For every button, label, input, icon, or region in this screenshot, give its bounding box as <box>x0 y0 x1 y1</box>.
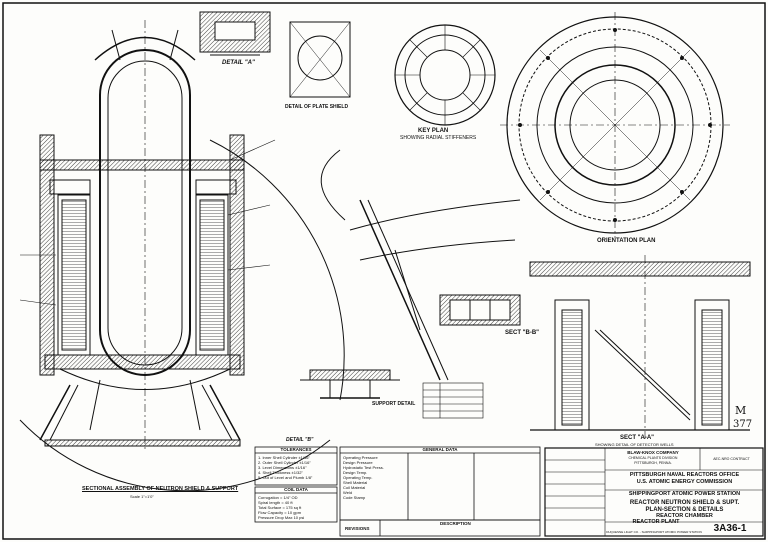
plate-detail-label: DETAIL OF PLATE SHIELD <box>285 104 349 110</box>
tolerances-rows: 1. Inner Shell Cylinder ±1/16" 2. Outer … <box>258 455 336 480</box>
handwritten-m: M <box>735 404 747 417</box>
detail-a-label: DETAIL "A" <box>222 60 255 66</box>
general-data-row: Weld <box>343 490 353 495</box>
reactor-vessel-section <box>19 20 345 492</box>
general-data-row: Shell Material <box>343 480 368 485</box>
general-data-title: GENERAL DATA <box>422 447 458 452</box>
office-name: PITTSBURGH NAVAL REACTORS OFFICE <box>629 472 740 478</box>
orientation-plan-circle <box>500 12 730 238</box>
revisions-label: REVISIONS <box>345 526 370 531</box>
drawing-title-3: REACTOR CHAMBER <box>656 513 713 519</box>
sect-aa-subtitle: SHOWING DETAIL OF DETECTOR WELLS <box>595 442 674 447</box>
general-data-row: Hydrostatic Test Press. <box>343 465 384 470</box>
sectional-assembly-scale: Scale 1"=1'0" <box>130 494 154 499</box>
support-detail <box>300 369 400 399</box>
title-block-footer: DUQUESNE LIGHT CO. - SHIPPINGPORT ATOMIC… <box>606 530 702 534</box>
general-data-row: Operating Temp. <box>343 475 373 480</box>
detail-b-label: DETAIL "B" <box>286 437 314 443</box>
contract-label: AEC-NRO CONTRACT <box>713 457 750 461</box>
general-data-row: Design Temp. <box>343 470 368 475</box>
handwritten-number: 377 <box>733 419 753 430</box>
sect-aa-label: SECT "A-A" <box>620 435 655 441</box>
section-b-b <box>320 149 521 381</box>
general-data-row: Coil Material <box>343 485 366 490</box>
sect-bb-label: SECT "B-B" <box>505 330 540 336</box>
general-data-row: Design Pressure <box>343 460 373 465</box>
drawing-title-4: REACTOR PLANT <box>632 519 680 525</box>
description-label: DESCRIPTION <box>440 521 471 526</box>
sectional-assembly-title: SECTIONAL ASSEMBLY OF NEUTRON SHIELD & S… <box>82 486 239 492</box>
company-city: PITTSBURGH, PENNA. <box>634 461 672 465</box>
drawing-title-2: PLAN-SECTION & DETAILS <box>645 507 724 513</box>
coil-row: Spiral length = 40 ft <box>258 500 293 505</box>
key-plan-subtitle: SHOWING RADIAL STIFFENERS <box>400 135 477 141</box>
general-data-rows: Operating Pressure Design Pressure Hydro… <box>343 455 407 500</box>
company-name: BLAW-KNOX COMPANY <box>627 450 679 455</box>
coil-row: Pressure Drop Max 10 psi <box>258 515 305 520</box>
parts-table-lines <box>422 382 484 419</box>
general-data-row: Operating Pressure <box>343 455 378 460</box>
key-plan-title: KEY PLAN <box>418 128 449 134</box>
drawing-title-1: REACTOR NEUTRON SHIELD & SUPT. <box>629 500 740 506</box>
coil-row: Flow Capacity = 10 gpm <box>258 510 302 515</box>
section-a-a <box>529 255 751 440</box>
tolerances-title: TOLERANCES <box>280 447 312 452</box>
tables-frame <box>254 446 541 537</box>
coil-data-rows: Corrugation = 1/4" OD Spiral length = 40… <box>258 495 336 520</box>
orientation-plan-label: ORIENTATION PLAN <box>597 238 656 244</box>
tolerance-row: 4. Shell Thickness ±1/32" <box>258 470 303 475</box>
detail-a <box>199 11 271 56</box>
key-plan-circle <box>394 24 496 126</box>
drawing-number: 3A36-1 <box>713 523 747 534</box>
tolerance-row: 5. Out of Level and Plumb 1/8" <box>258 475 313 480</box>
commission-name: U.S. ATOMIC ENERGY COMMISSION <box>636 479 733 485</box>
tolerance-row: 2. Outer Shell Cylinder ±1/16" <box>258 460 311 465</box>
coil-data-title: COIL DATA <box>284 487 308 492</box>
support-detail-label: SUPPORT DETAIL <box>372 401 416 407</box>
general-data-row: Code Stamp <box>343 495 366 500</box>
company-division: CHEMICAL PLANTS DIVISION <box>628 456 678 460</box>
title-block-frame <box>544 447 764 537</box>
coil-row: Corrugation = 1/4" OD <box>258 495 298 500</box>
coil-row: Total Surface = 175 sq ft <box>258 505 302 510</box>
tolerance-row: 1. Inner Shell Cylinder ±1/16" <box>258 455 310 460</box>
station-name: SHIPPINGPORT ATOMIC POWER STATION <box>628 491 741 497</box>
plate-shield-detail <box>289 21 351 98</box>
tolerance-row: 3. Level Dimensions ±1/16" <box>258 465 307 470</box>
